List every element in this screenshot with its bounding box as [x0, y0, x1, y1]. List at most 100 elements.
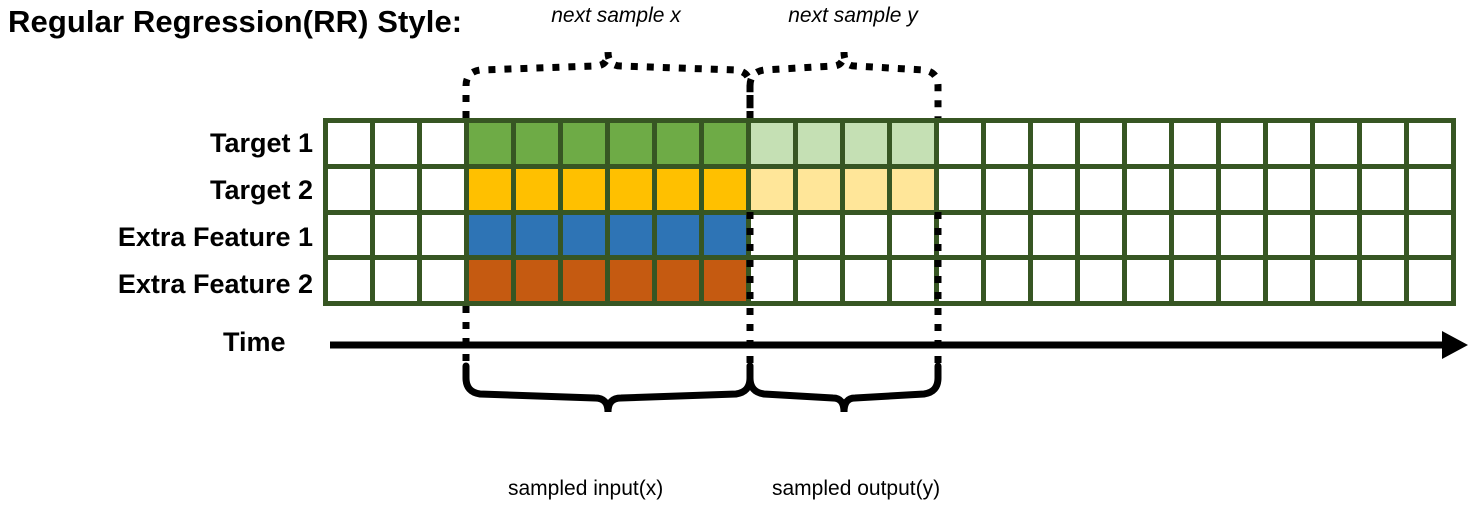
grid-cell [845, 214, 887, 256]
sampled-input-annotation: sampled input(x) lookback=6 input_featur… [508, 424, 707, 516]
time-axis-arrowhead [1442, 331, 1468, 359]
grid-cell [563, 123, 605, 164]
grid-cell [1174, 168, 1216, 210]
grid-cell [1174, 123, 1216, 164]
grid-cell [798, 214, 840, 256]
grid-cell [892, 260, 934, 301]
grid-cell [892, 214, 934, 256]
grid-cell [986, 260, 1028, 301]
timeseries-grid [323, 118, 1456, 306]
grid-cell [845, 123, 887, 164]
grid-cell [1315, 123, 1357, 164]
grid-cell [563, 260, 605, 301]
grid-cell [1268, 123, 1310, 164]
grid-cell [704, 214, 746, 256]
row-label-target-1: Target 1 [209, 128, 313, 158]
grid-cell [892, 123, 934, 164]
grid-cell [375, 168, 417, 210]
next-sample-y-label: next sample y [788, 4, 918, 27]
grid-cell [751, 168, 793, 210]
row-label-target-2: Target 2 [209, 175, 313, 205]
grid-cell [1409, 260, 1451, 301]
grid-cell [610, 123, 652, 164]
grid-cell [657, 214, 699, 256]
grid-cell [1362, 123, 1404, 164]
grid-cell [1315, 168, 1357, 210]
grid-cell [1033, 260, 1075, 301]
next-sample-x-brace [462, 51, 754, 118]
grid-cell [939, 214, 981, 256]
grid-cell [1127, 123, 1169, 164]
grid-cell [986, 214, 1028, 256]
grid-cell [563, 168, 605, 210]
grid-cell [610, 214, 652, 256]
grid-cell [704, 123, 746, 164]
grid-cell [422, 123, 464, 164]
row-label-extra-feature-1: Extra Feature 1 [117, 222, 313, 252]
grid-cell [469, 260, 511, 301]
row-label-extra-feature-2: Extra Feature 2 [117, 269, 313, 299]
grid-cell [1080, 260, 1122, 301]
grid-cell [422, 168, 464, 210]
grid-cell [516, 214, 558, 256]
grid-cell [845, 168, 887, 210]
grid-cell [939, 123, 981, 164]
grid-cell [563, 214, 605, 256]
grid-cell [1409, 168, 1451, 210]
grid-cell [1268, 214, 1310, 256]
page-title: Regular Regression(RR) Style: [8, 4, 463, 39]
grid-cell [1174, 260, 1216, 301]
grid-cell [798, 260, 840, 301]
sampled-output-title: sampled output(y) [772, 477, 941, 500]
grid-cell [657, 260, 699, 301]
time-axis-label: Time [223, 327, 286, 357]
grid-cell [1362, 214, 1404, 256]
grid-cell [1127, 214, 1169, 256]
grid-cell [328, 123, 370, 164]
grid-cell [375, 214, 417, 256]
grid-cell [1315, 260, 1357, 301]
grid-cell [1127, 260, 1169, 301]
grid-cell [1362, 260, 1404, 301]
grid-cell [516, 260, 558, 301]
grid-cell [1221, 168, 1263, 210]
grid-cell [892, 168, 934, 210]
grid-cell [1033, 214, 1075, 256]
grid-cell [1033, 168, 1075, 210]
grid-cell [751, 260, 793, 301]
grid-cell [798, 168, 840, 210]
grid-cell [751, 123, 793, 164]
grid-cell [1268, 168, 1310, 210]
grid-cell [657, 168, 699, 210]
grid-cell [610, 260, 652, 301]
sampled-output-annotation: sampled output(y) horizon=4 output_featu… [772, 424, 984, 516]
sampled-output-brace [746, 362, 942, 413]
grid-cell [422, 214, 464, 256]
grid-cell [610, 168, 652, 210]
grid-cell [1080, 123, 1122, 164]
grid-cell [845, 260, 887, 301]
grid-cell [375, 123, 417, 164]
grid-cell [1315, 214, 1357, 256]
grid-cell [1080, 168, 1122, 210]
grid-cell [1409, 214, 1451, 256]
next-sample-y-brace [746, 51, 942, 118]
grid-cell [1221, 123, 1263, 164]
grid-cell [1174, 214, 1216, 256]
grid-cell [328, 214, 370, 256]
grid-cell [1268, 260, 1310, 301]
grid-cell [986, 123, 1028, 164]
grid-cell [751, 214, 793, 256]
grid-cell [1080, 214, 1122, 256]
grid-cell [939, 168, 981, 210]
grid-cell [704, 260, 746, 301]
grid-cell [1033, 123, 1075, 164]
grid-cell [328, 260, 370, 301]
grid-cell [328, 168, 370, 210]
grid-cell [939, 260, 981, 301]
grid-cell [1409, 123, 1451, 164]
grid-cell [422, 260, 464, 301]
grid-cell [1127, 168, 1169, 210]
